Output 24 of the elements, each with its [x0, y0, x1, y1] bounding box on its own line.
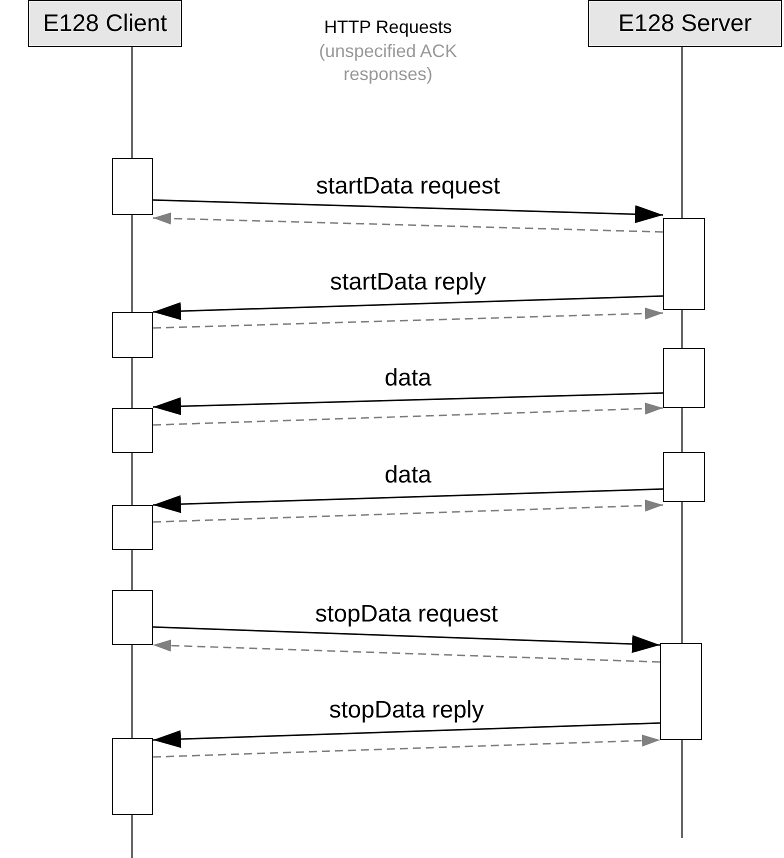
activation-bar — [663, 218, 705, 310]
dashed-arrow — [152, 402, 664, 426]
arrow — [152, 295, 664, 320]
arrow — [152, 392, 664, 416]
activation-bar — [112, 408, 153, 453]
activation-bar — [112, 312, 153, 358]
arrow — [152, 488, 664, 514]
activation-bar — [660, 643, 702, 740]
activation-bar — [112, 158, 153, 215]
activation-bar — [112, 590, 153, 645]
dashed-arrow — [152, 734, 660, 758]
activation-bar — [112, 738, 153, 815]
arrow — [152, 722, 660, 748]
dashed-arrow — [152, 212, 664, 233]
dashed-arrow — [152, 640, 660, 663]
activation-bar — [663, 452, 705, 502]
arrow — [152, 199, 664, 224]
dashed-arrow — [152, 500, 664, 523]
arrow — [152, 626, 660, 653]
lifeline-header: E128 Client — [28, 0, 182, 47]
activation-bar — [663, 348, 705, 408]
dashed-arrow — [152, 308, 664, 329]
activation-bar — [112, 505, 153, 550]
lifeline-header: E128 Server — [588, 0, 782, 47]
